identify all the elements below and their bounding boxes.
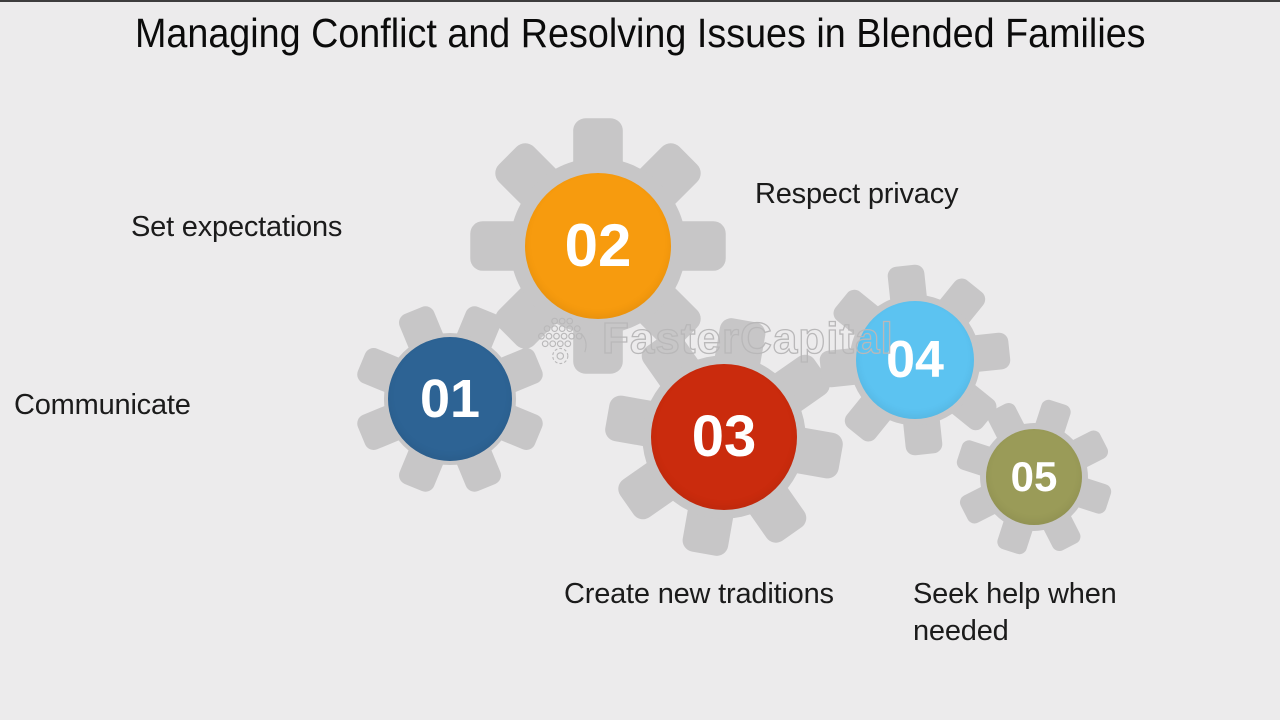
page-title-text: Managing Conflict and Resolving Issues i… xyxy=(134,10,1146,56)
page-title: Managing Conflict and Resolving Issues i… xyxy=(0,10,1280,57)
top-edge-strip xyxy=(0,0,1280,2)
label-seek-help-when-needed: Seek help when needed xyxy=(913,578,1117,647)
gear-step-05: 05 xyxy=(935,378,1133,576)
step-number-03: 03 xyxy=(691,404,757,469)
step-circle-01: 01 xyxy=(388,337,512,461)
step-number-05: 05 xyxy=(1010,453,1058,500)
step-circle-05: 05 xyxy=(986,429,1082,525)
label-communicate: Communicate xyxy=(14,389,191,421)
step-circle-03: 03 xyxy=(651,364,797,510)
gear-step-01: 01 xyxy=(324,273,576,525)
step-circle-04: 04 xyxy=(856,301,974,419)
label-respect-privacy: Respect privacy xyxy=(755,178,959,210)
step-number-02: 02 xyxy=(564,212,632,279)
step-circle-02: 02 xyxy=(525,173,671,319)
gear-step-02: 02 xyxy=(470,118,726,374)
gear-step-03: 03 xyxy=(586,299,862,575)
label-set-expectations: Set expectations xyxy=(131,211,343,243)
step-number-04: 04 xyxy=(886,331,944,389)
label-create-new-traditions: Create new traditions xyxy=(564,578,834,610)
step-number-01: 01 xyxy=(419,369,481,429)
gear-step-04: 04 xyxy=(810,255,1020,465)
